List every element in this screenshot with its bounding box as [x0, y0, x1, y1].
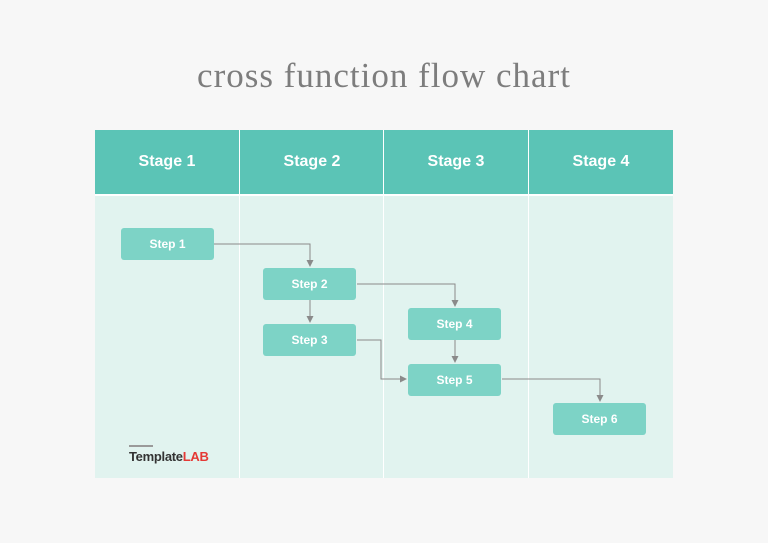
templatelab-logo: TemplateLAB: [129, 449, 209, 464]
lane-divider: [383, 130, 384, 478]
step-5-node[interactable]: Step 5: [408, 364, 501, 396]
step-1-node[interactable]: Step 1: [121, 228, 214, 260]
step-6-node[interactable]: Step 6: [553, 403, 646, 435]
header-divider: [95, 194, 673, 196]
lane-header-stage-2: Stage 2: [283, 153, 341, 170]
lane-divider: [528, 130, 529, 478]
logo-mark: [129, 445, 153, 447]
lane-header-row: [95, 130, 673, 194]
step-3-node[interactable]: Step 3: [263, 324, 356, 356]
lane-divider: [239, 130, 240, 478]
lane-header-stage-1: Stage 1: [138, 153, 196, 170]
lane-header-stage-4: Stage 4: [572, 153, 630, 170]
page-title: cross function flow chart: [197, 56, 571, 95]
logo-text: Template: [129, 449, 183, 464]
step-2-node[interactable]: Step 2: [263, 268, 356, 300]
lane-header-stage-3: Stage 3: [427, 153, 485, 170]
step-4-node[interactable]: Step 4: [408, 308, 501, 340]
swimlane-board: Stage 1 Stage 2 Stage 3 Stage 4: [95, 130, 673, 478]
logo-accent-text: LAB: [182, 449, 209, 464]
